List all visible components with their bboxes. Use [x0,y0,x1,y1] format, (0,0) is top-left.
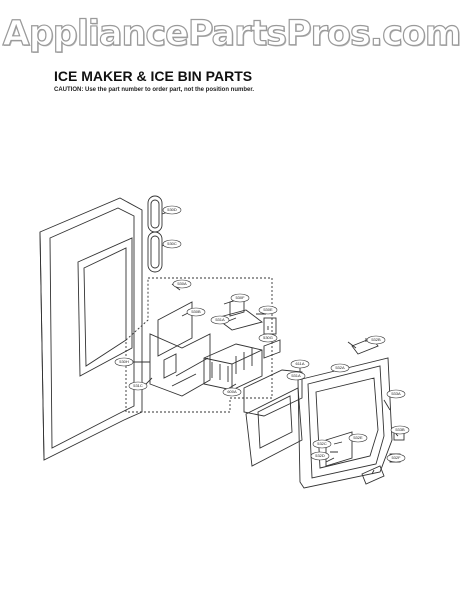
callout-label: 532C [312,439,332,449]
watermark-logo: AppliancePartsPros.com [2,13,462,54]
svg-text:532F: 532F [391,455,401,460]
callout-label: 533B [390,425,410,435]
svg-text:532E: 532E [353,435,363,440]
ice-chute-gasket-upper [147,195,163,233]
door-liner [39,197,143,461]
svg-text:531A: 531A [291,373,301,378]
svg-text:530B: 530B [191,309,201,314]
callout-label: 530D [162,205,182,215]
svg-text:533B: 533B [395,427,405,432]
callout-label: 531A [286,371,306,381]
callout-label: 530H [114,357,134,367]
callout-label: 531A [210,315,230,325]
svg-text:532B: 532B [371,337,381,342]
svg-text:531C: 531C [133,383,143,388]
ice-maker-small-parts [214,297,281,359]
ice-bin-door [297,357,393,489]
page-title: ICE MAKER & ICE BIN PARTS [54,68,253,84]
callout-labels: 530D 530C 530A 530B 530F 531A 530E 530G … [114,205,410,463]
svg-text:530E: 530E [263,307,273,312]
ice-chute-gasket-lower [147,231,163,273]
svg-text:532A: 532A [335,365,345,370]
callout-label: 611A [290,359,310,369]
ice-bin-front [243,369,303,467]
svg-text:530C: 530C [167,241,177,246]
callout-label: 532D [310,451,330,461]
svg-text:530D: 530D [167,207,177,212]
callout-label: 532E [348,433,368,443]
callout-label: 532B [366,335,386,345]
svg-text:600A: 600A [227,389,237,394]
callout-label: 530A [172,279,192,289]
callout-label: 532F [386,453,406,463]
svg-text:532C: 532C [317,441,327,446]
ice-maker-unit [203,343,263,391]
callout-label: 530C [162,239,182,249]
callout-label: 531C [128,381,148,391]
svg-text:530F: 530F [235,295,245,300]
ice-maker-bracket [149,301,211,397]
svg-text:530H: 530H [119,359,129,364]
svg-text:532D: 532D [315,453,325,458]
callout-label: 600A [222,387,242,397]
svg-text:533A: 533A [391,391,401,396]
callout-label: 530B [186,307,206,317]
svg-text:530G: 530G [263,335,273,340]
svg-text:530A: 530A [177,281,187,286]
callout-label: 533A [386,389,406,399]
callout-label: 532A [330,363,350,373]
svg-text:531A: 531A [215,317,225,322]
ice-maker-assembly-outline [125,277,273,413]
callout-label: 530G [258,333,278,343]
callout-label: 530E [258,305,278,315]
caution-note: CAUTION: Use the part number to order pa… [54,87,255,93]
callout-label: 530F [230,293,250,303]
svg-text:611A: 611A [295,361,304,366]
